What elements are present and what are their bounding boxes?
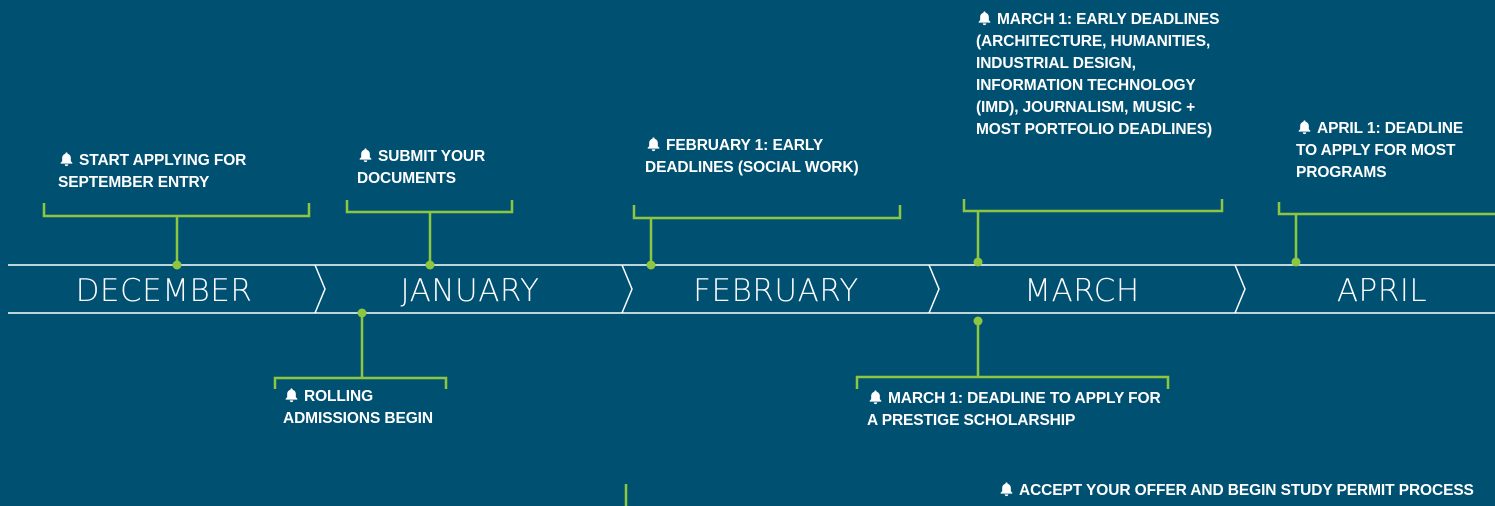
bell-icon xyxy=(867,389,884,405)
bracket-submit-documents xyxy=(345,200,514,214)
marker-dot-march1-scholarship xyxy=(973,316,983,326)
event-march1-early: MARCH 1: EARLY DEADLINES (ARCHITECTURE, … xyxy=(976,9,1226,141)
event-text-april1: APRIL 1: DEADLINE TO APPLY FOR MOST PROG… xyxy=(1296,120,1464,181)
bell-icon xyxy=(58,151,75,167)
event-march1-scholarship: MARCH 1: DEADLINE TO APPLY FOR A PRESTIG… xyxy=(867,388,1167,432)
bracket-rolling xyxy=(273,376,448,389)
bell-icon xyxy=(1296,119,1313,135)
month-label-march: MARCH xyxy=(1024,273,1139,309)
event-rolling: ROLLING ADMISSIONS BEGIN xyxy=(283,386,443,430)
month-separator xyxy=(1234,264,1246,314)
bracket-april1 xyxy=(1277,202,1495,216)
bell-icon xyxy=(645,136,662,152)
marker-dot-start-applying xyxy=(172,260,182,270)
month-separator xyxy=(314,264,326,314)
bracket-march1-scholarship xyxy=(855,375,1170,389)
month-separator xyxy=(928,264,940,314)
marker-dot-rolling xyxy=(357,308,367,318)
bell-icon xyxy=(976,10,993,26)
month-label-december: DECEMBER xyxy=(76,273,253,309)
event-feb1-early: FEBRUARY 1: EARLY DEADLINES (SOCIAL WORK… xyxy=(645,135,885,179)
marker-dot-march1-early xyxy=(973,257,983,267)
bracket-start-applying xyxy=(42,203,311,218)
month-label-february: FEBRUARY xyxy=(693,273,859,309)
bell-icon xyxy=(357,147,374,163)
marker-dot-feb1-early xyxy=(646,260,656,270)
month-separator xyxy=(621,264,633,314)
bell-icon xyxy=(998,481,1015,497)
bell-icon xyxy=(283,387,300,403)
event-april1: APRIL 1: DEADLINE TO APPLY FOR MOST PROG… xyxy=(1296,118,1476,184)
event-accept-offer: ACCEPT YOUR OFFER AND BEGIN STUDY PERMIT… xyxy=(998,480,1493,502)
marker-dot-submit-documents xyxy=(425,260,435,270)
month-label-january: JANUARY xyxy=(401,273,540,309)
month-label-april: APRIL xyxy=(1337,273,1427,309)
marker-dot-april1 xyxy=(1291,257,1301,267)
event-text-accept-offer: ACCEPT YOUR OFFER AND BEGIN STUDY PERMIT… xyxy=(1019,482,1474,499)
event-text-submit-documents: SUBMIT YOUR DOCUMENTS xyxy=(357,148,486,187)
event-submit-documents: SUBMIT YOUR DOCUMENTS xyxy=(357,146,507,190)
event-text-feb1-early: FEBRUARY 1: EARLY DEADLINES (SOCIAL WORK… xyxy=(645,137,859,176)
event-text-march1-early: MARCH 1: EARLY DEADLINES (ARCHITECTURE, … xyxy=(976,11,1220,138)
bracket-feb1-early xyxy=(632,205,902,220)
bracket-march1-early xyxy=(962,199,1224,213)
event-text-start-applying: START APPLYING FOR SEPTEMBER ENTRY xyxy=(58,152,247,191)
event-text-rolling: ROLLING ADMISSIONS BEGIN xyxy=(283,388,433,427)
event-text-march1-scholarship: MARCH 1: DEADLINE TO APPLY FOR A PRESTIG… xyxy=(867,390,1161,429)
event-start-applying: START APPLYING FOR SEPTEMBER ENTRY xyxy=(58,150,248,194)
